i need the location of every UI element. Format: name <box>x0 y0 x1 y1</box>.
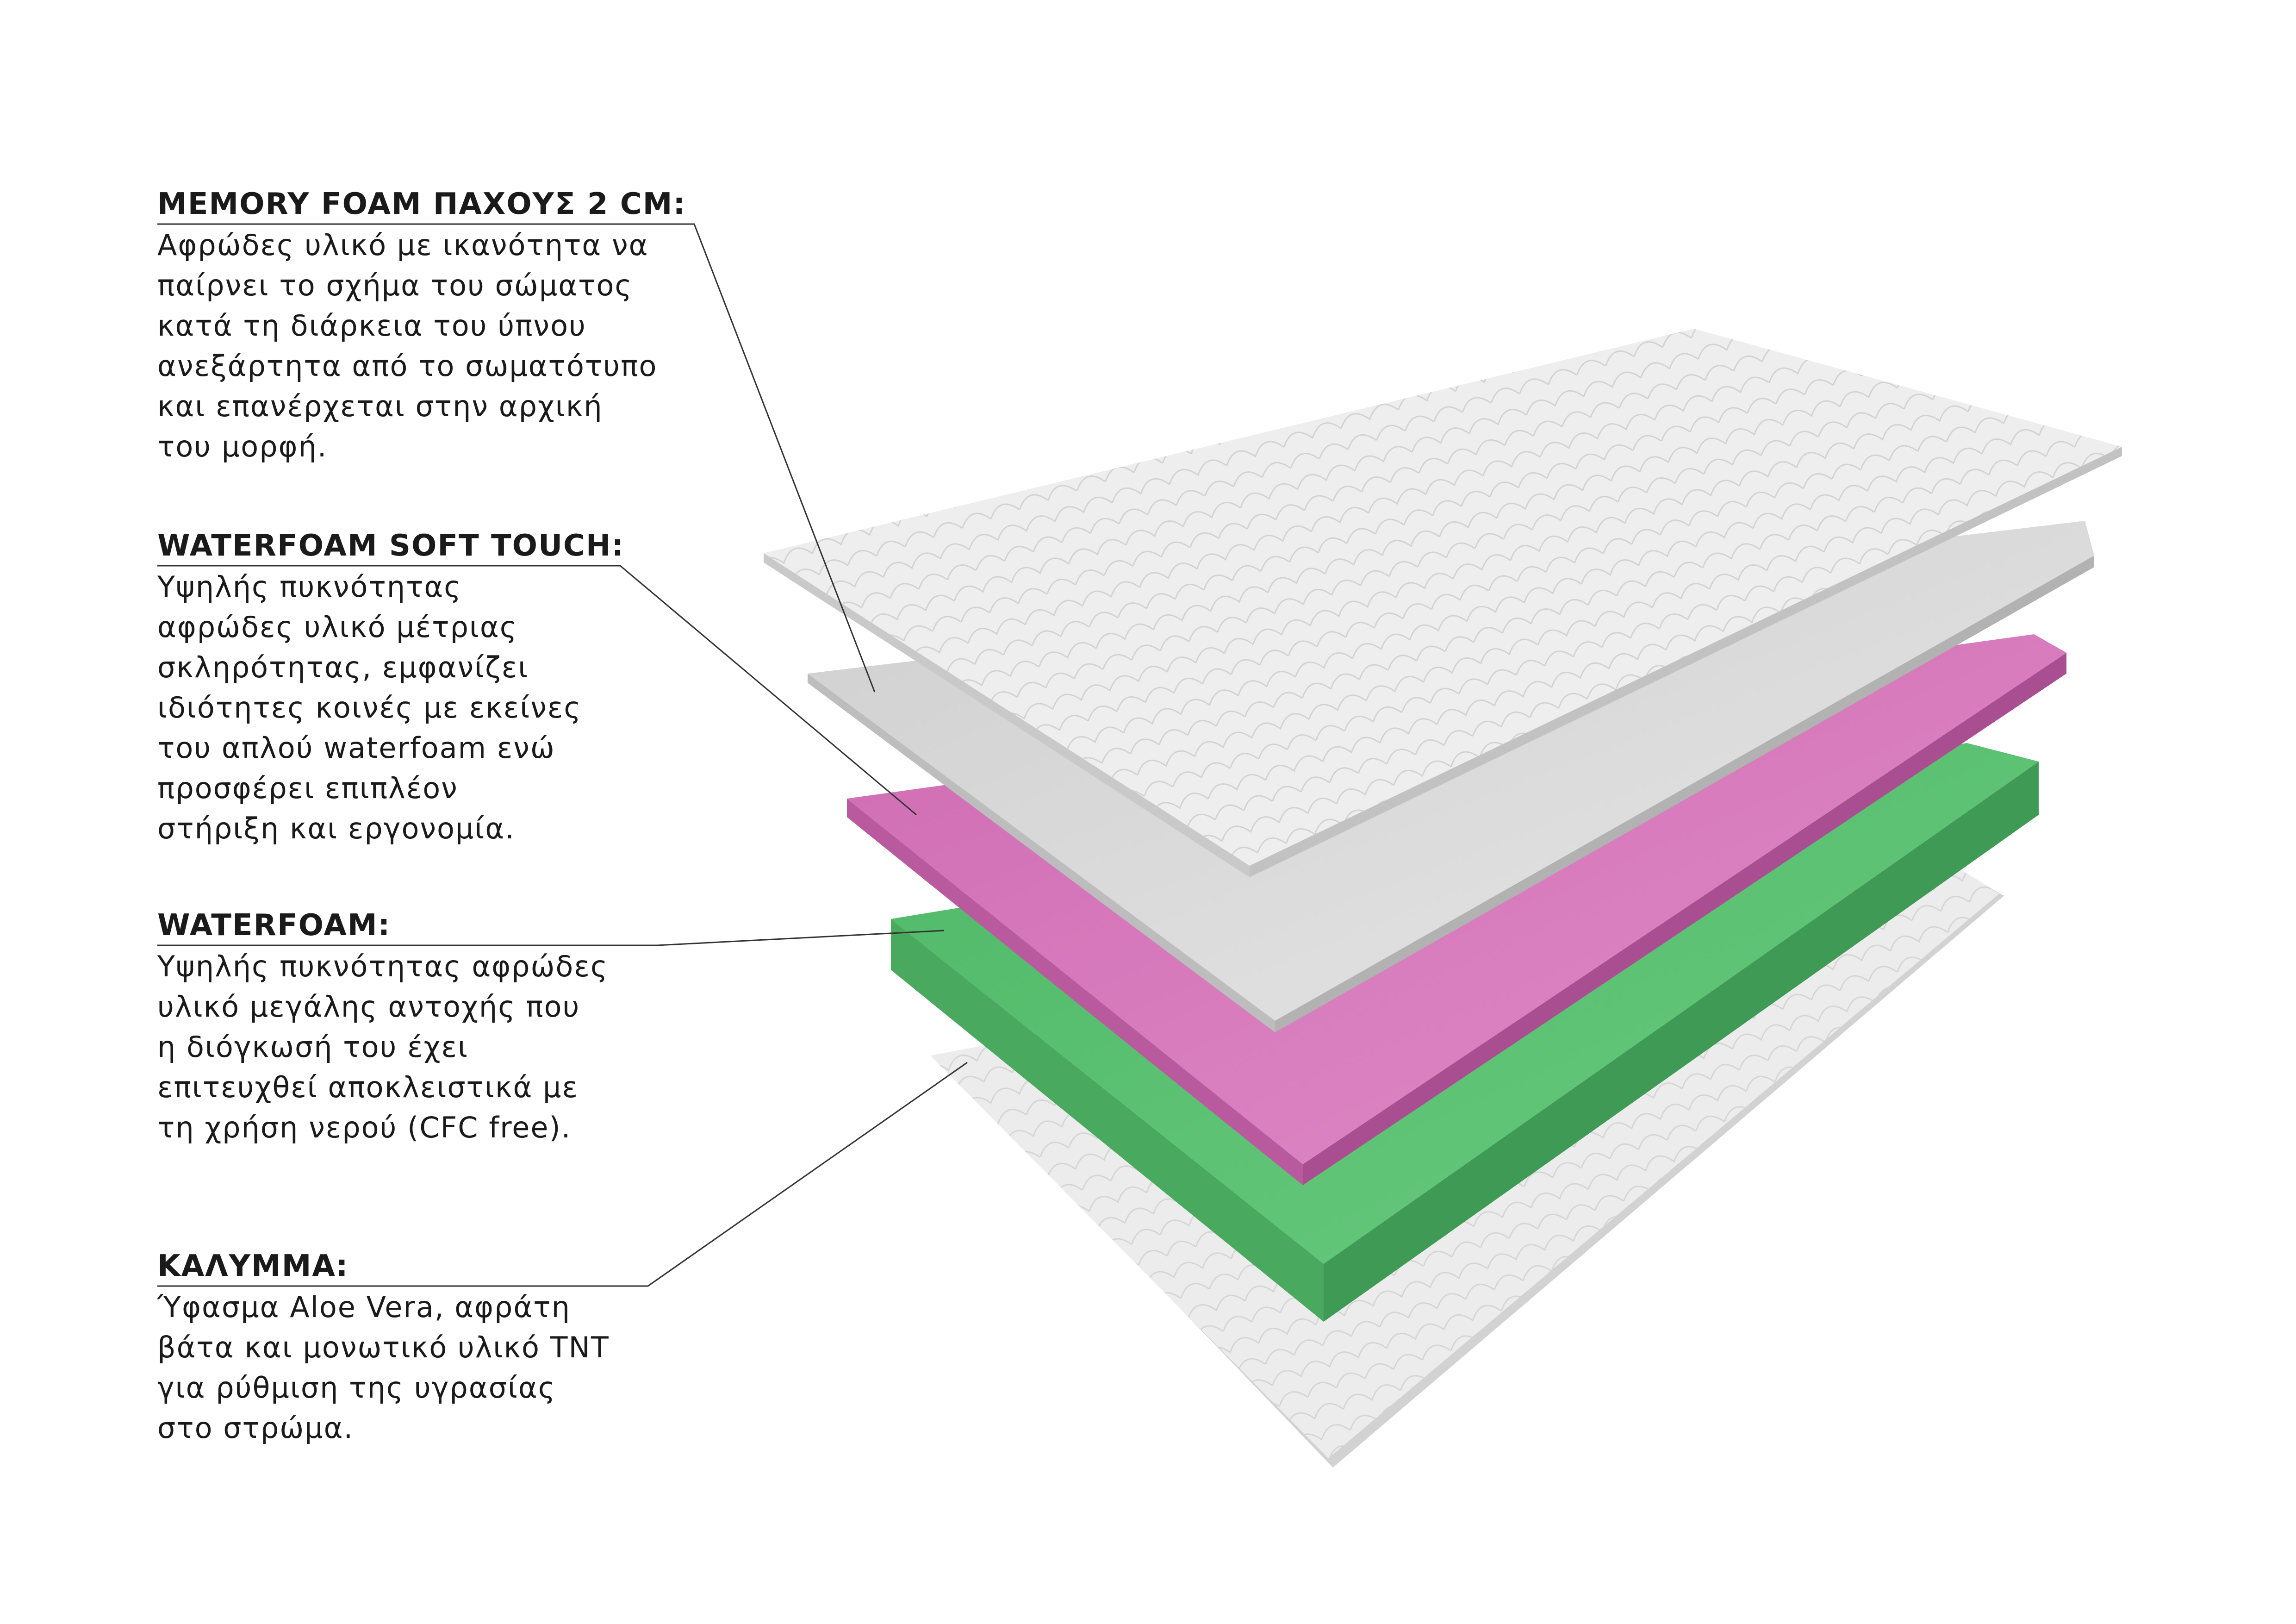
waterfoam-text: Υψηλής πυκνότητας αφρώδες υλικό μεγάλης … <box>157 949 609 1144</box>
soft-touch-title: WATERFOAM SOFT TOUCH: <box>157 529 625 563</box>
cover-title: ΚΑΛΥΜΜΑ: <box>157 1249 349 1283</box>
leader-line-cover <box>157 1062 968 1287</box>
memory-foam-description: MEMORY FOAM ΠΑΧΟΥΣ 2 CM: Αφρώδες υλικό μ… <box>157 185 686 467</box>
leader-line-memory-foam <box>157 223 876 693</box>
waterfoam-description: WATERFOAM: Υψηλής πυκνότητας αφρώδες υλι… <box>157 906 608 1148</box>
memory-foam-title: MEMORY FOAM ΠΑΧΟΥΣ 2 CM: <box>157 187 686 221</box>
cover-text: Ύφασμα Aloe Vera, αφράτη βάτα και μονωτι… <box>157 1290 610 1445</box>
leader-lines <box>157 223 968 1287</box>
leader-line-soft-touch <box>157 565 917 816</box>
cover-top-layer <box>764 329 2122 877</box>
leader-line-waterfoam <box>157 930 945 946</box>
soft-touch-text: Υψηλής πυκνότητας αφρώδες υλικό μέτριας … <box>157 570 582 845</box>
soft-touch-description: WATERFOAM SOFT TOUCH: Υψηλής πυκνότητας … <box>157 527 624 849</box>
cover-description: ΚΑΛΥΜΜΑ: Ύφασμα Aloe Vera, αφράτη βάτα κ… <box>157 1247 610 1448</box>
memory-foam-text: Αφρώδες υλικό με ικανότητα να παίρνει το… <box>157 228 658 463</box>
waterfoam-title: WATERFOAM: <box>157 908 391 943</box>
